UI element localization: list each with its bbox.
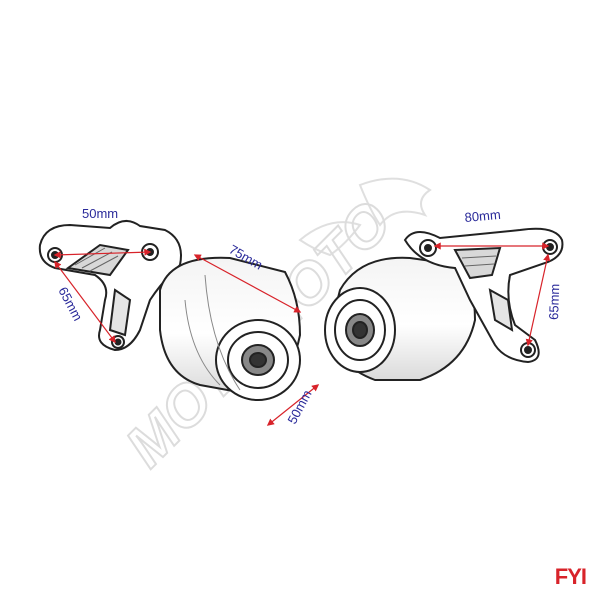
- arrow-left-side-height: [54, 260, 116, 344]
- fyi-badge: FYI: [554, 564, 587, 589]
- right-frame-slider: [324, 227, 564, 381]
- arrow-left-top-width: [53, 248, 152, 259]
- dimension-arrows: [53, 242, 551, 426]
- label-right-side-height: 65mm: [546, 283, 562, 320]
- label-left-side-height: 65mm: [55, 284, 85, 323]
- label-right-top-width: 80mm: [464, 207, 501, 225]
- arrow-slider-diameter: [266, 384, 320, 426]
- label-left-top-width: 50mm: [82, 206, 118, 221]
- arrow-right-side-height: [525, 253, 551, 347]
- arrow-slider-length: [193, 254, 302, 313]
- label-slider-diameter: 50mm: [284, 387, 314, 426]
